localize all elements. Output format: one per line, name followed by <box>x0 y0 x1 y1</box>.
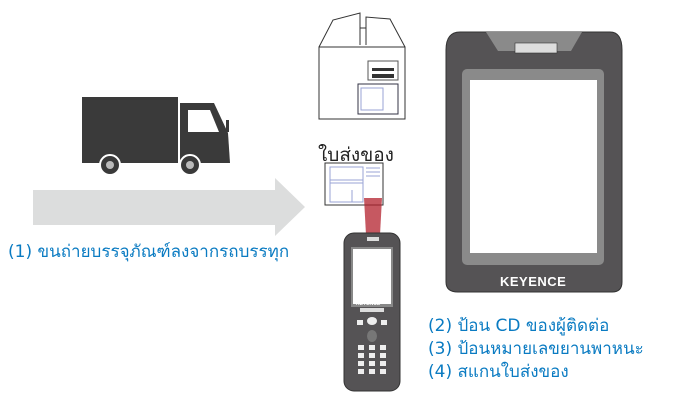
brand-logo-large: KEYENCE <box>500 274 567 289</box>
truck-icon <box>82 97 230 176</box>
step-1-text: (1) ขนถ่ายบรรจุภัณฑ์ลงจากรถบรรทุก <box>8 242 290 262</box>
step-2-text: (2) ป้อน CD ของผู้ติดต่อ <box>428 316 610 336</box>
handheld-terminal-icon <box>343 232 401 392</box>
scan-beam <box>364 198 382 235</box>
step-4-text: (4) สแกนใบส่งของ <box>428 362 569 382</box>
waybill-label: ใบส่งของ <box>318 144 394 166</box>
package-box-icon <box>318 12 406 120</box>
brand-logo-small: KEYENCE <box>356 301 381 307</box>
flow-arrow <box>33 178 305 236</box>
waybill-icon <box>324 162 384 206</box>
large-terminal-icon <box>445 31 623 293</box>
step-3-text: (3) ป้อนหมายเลขยานพาหนะ <box>428 339 644 359</box>
